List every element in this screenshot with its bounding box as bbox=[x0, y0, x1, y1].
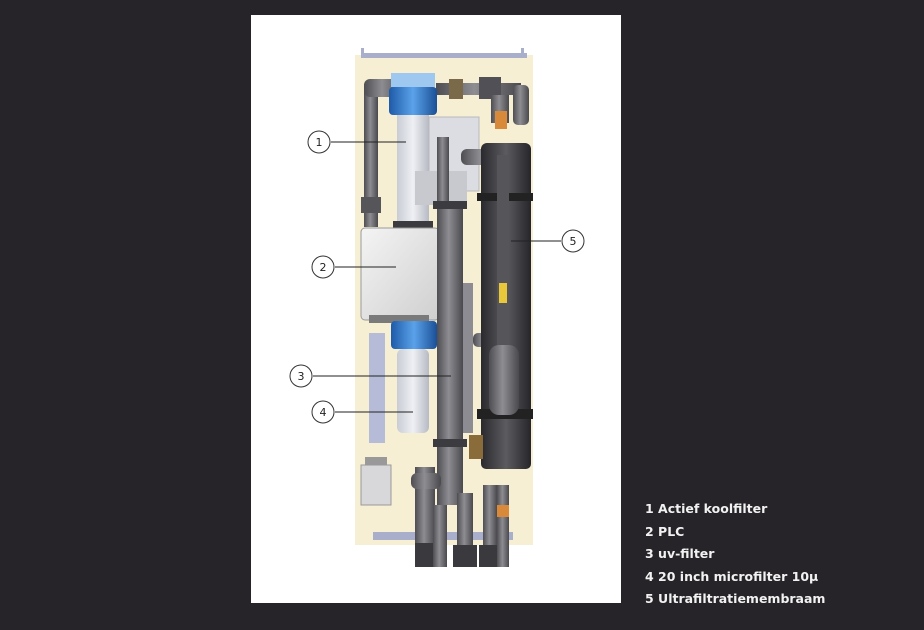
legend-item-1: 1 Actief koolfilter bbox=[645, 501, 768, 516]
top-rail bbox=[361, 53, 527, 58]
filter4-housing bbox=[397, 349, 429, 433]
junction-box bbox=[360, 464, 392, 506]
callout-4: 4 bbox=[311, 400, 413, 424]
legend-item-2: 2 PLC bbox=[645, 523, 685, 539]
plc-box bbox=[360, 227, 440, 321]
legend-item-3: 3 uv-filter bbox=[645, 546, 715, 561]
filter1-cap bbox=[389, 87, 437, 115]
top-manifold bbox=[436, 83, 521, 95]
water-treatment-unit-drawing: 1 2 3 4 5 bbox=[289, 48, 585, 567]
top-valve bbox=[495, 111, 507, 129]
callout-3-label: 3 bbox=[298, 370, 305, 383]
uv-filter-tube bbox=[437, 205, 463, 505]
callout-3: 3 bbox=[289, 364, 451, 388]
diagram-panel: 1 2 3 4 5 bbox=[251, 15, 621, 603]
filter4-cap bbox=[391, 321, 437, 349]
callout-2-label: 2 bbox=[320, 261, 327, 274]
callout-2: 2 bbox=[311, 255, 396, 279]
left-riser-pipe bbox=[364, 87, 378, 227]
legend-item-4: 4 20 inch microfilter 10µ bbox=[645, 568, 819, 584]
callout-5-label: 5 bbox=[570, 235, 577, 248]
callout-1: 1 bbox=[307, 130, 406, 154]
legend-item-5: 5 Ultrafiltratiemembraam bbox=[645, 591, 826, 606]
uf-flowmeter bbox=[499, 283, 507, 303]
callout-1-label: 1 bbox=[316, 136, 323, 149]
component-legend: 1 Actief koolfilter 2 PLC 3 uv-filter 4 … bbox=[645, 498, 825, 611]
callout-5: 5 bbox=[511, 229, 585, 253]
callout-4-label: 4 bbox=[320, 406, 327, 419]
